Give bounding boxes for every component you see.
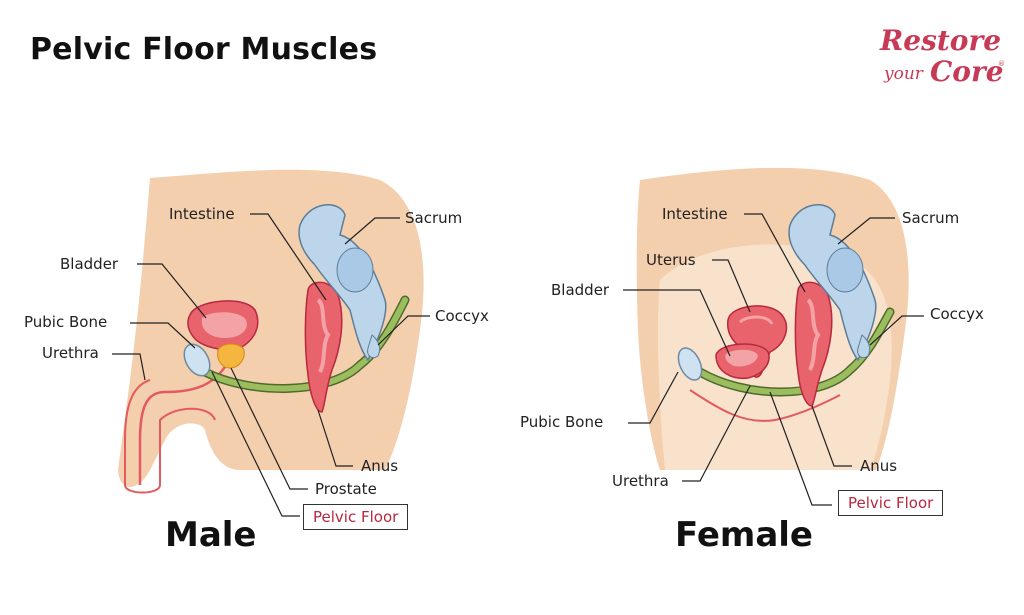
female-leader-lines [623,213,924,506]
female-label-pubic-bone: Pubic Bone [520,413,604,431]
female-label-sacrum: Sacrum [902,209,960,227]
male-penis-outline [124,379,216,494]
male-label-anus: Anus [361,457,399,475]
female-label-uterus: Uterus [646,251,696,269]
logo-text-restore: Restore [880,24,1002,57]
brand-logo: Restore your Core ® [878,22,1006,102]
male-label-coccyx: Coccyx [435,307,489,325]
female-label-pelvic-floor: Pelvic Floor [838,490,944,516]
female-illustration [623,167,924,506]
male-label-prostate: Prostate [315,480,377,498]
female-label-urethra: Urethra [612,472,669,490]
male-illustration [112,169,430,517]
logo-text-core: Core [930,55,1004,88]
female-genital-outline [689,389,841,422]
logo-text-your: your [884,64,923,84]
male-label-pelvic-floor: Pelvic Floor [303,504,409,530]
male-label-urethra: Urethra [42,344,99,362]
logo-registered-mark: ® [998,60,1005,68]
male-coccyx [367,334,381,359]
female-label-coccyx: Coccyx [930,305,984,323]
male-label-pubic-bone: Pubic Bone [24,313,108,331]
page-title: Pelvic Floor Muscles [30,32,378,67]
female-coccyx [857,334,871,359]
male-leader-lines [112,213,430,517]
male-caption: Male [165,515,257,555]
female-pubic-bone [677,347,703,381]
male-label-intestine: Intestine [169,205,235,223]
male-prostate [217,343,245,369]
male-pubic-bone [183,343,211,377]
female-label-anus: Anus [860,457,898,475]
male-label-bladder: Bladder [60,255,119,273]
female-caption: Female [675,515,813,555]
male-label-sacrum: Sacrum [405,209,463,227]
female-label-bladder: Bladder [551,281,610,299]
female-label-intestine: Intestine [662,205,728,223]
